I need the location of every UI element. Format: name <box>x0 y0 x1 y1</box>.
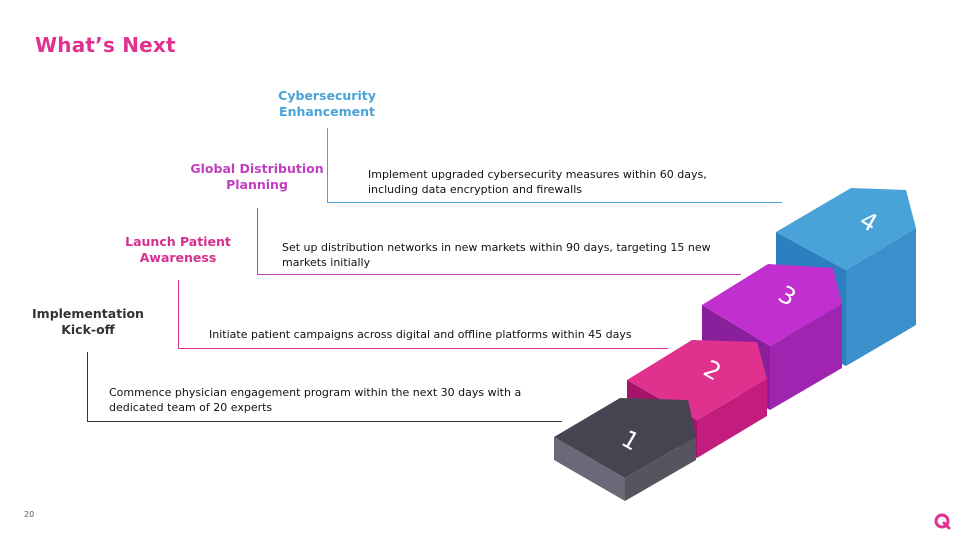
step-1-title: Implementation Kick-off <box>28 306 148 338</box>
step-3-description: Set up distribution networks in new mark… <box>282 240 711 270</box>
step-1-side-face <box>625 437 696 501</box>
slide-title: What’s Next <box>35 33 176 57</box>
step-2-side-face <box>697 379 767 458</box>
step-3-title: Global Distribution Planning <box>187 161 327 193</box>
page-number: 20 <box>24 510 35 519</box>
step-4-connector <box>327 128 328 203</box>
step-1-connector <box>87 352 88 422</box>
step-3-title-line2: Planning <box>226 177 288 192</box>
step-4-baseline <box>327 202 782 203</box>
step-1-desc-line2: dedicated team of 20 experts <box>109 401 273 414</box>
step-4-description: Implement upgraded cybersecurity measure… <box>368 167 707 197</box>
step-4-title-line1: Cybersecurity <box>278 88 376 103</box>
step-1-front-face <box>554 437 625 501</box>
step-1-baseline <box>87 421 562 422</box>
brand-logo-icon <box>934 513 951 530</box>
step-4-desc-line1: Implement upgraded cybersecurity measure… <box>368 168 707 181</box>
step-3-side-face <box>770 304 842 410</box>
step-3-top-face <box>702 264 842 346</box>
step-4-top-face <box>776 188 916 270</box>
step-3-desc-line2: markets initially <box>282 256 371 269</box>
step-2-title: Launch Patient Awareness <box>118 234 238 266</box>
step-3-baseline <box>257 274 741 275</box>
step-2-description: Initiate patient campaigns across digita… <box>209 327 632 342</box>
step-1-block: 1 <box>554 398 696 501</box>
step-4-title-line2: Enhancement <box>279 104 375 119</box>
step-3-desc-line1: Set up distribution networks in new mark… <box>282 241 711 254</box>
step-1-desc-line1: Commence physician engagement program wi… <box>109 386 522 399</box>
step-1-title-line1: Implementation <box>32 306 144 321</box>
step-2-connector <box>178 280 179 349</box>
step-2-baseline <box>178 348 668 349</box>
step-3-connector <box>257 208 258 275</box>
step-4-title: Cybersecurity Enhancement <box>262 88 392 120</box>
step-1-description: Commence physician engagement program wi… <box>109 385 521 415</box>
step-2-title-line1: Launch Patient <box>125 234 231 249</box>
step-1-top-face <box>554 398 696 478</box>
step-2-desc-line1: Initiate patient campaigns across digita… <box>209 328 632 341</box>
step-3-title-line1: Global Distribution <box>190 161 324 176</box>
step-4-side-face <box>846 228 916 366</box>
step-2-title-line2: Awareness <box>139 250 217 265</box>
step-4-desc-line2: including data encryption and firewalls <box>368 183 582 196</box>
step-1-title-line2: Kick-off <box>61 322 115 337</box>
